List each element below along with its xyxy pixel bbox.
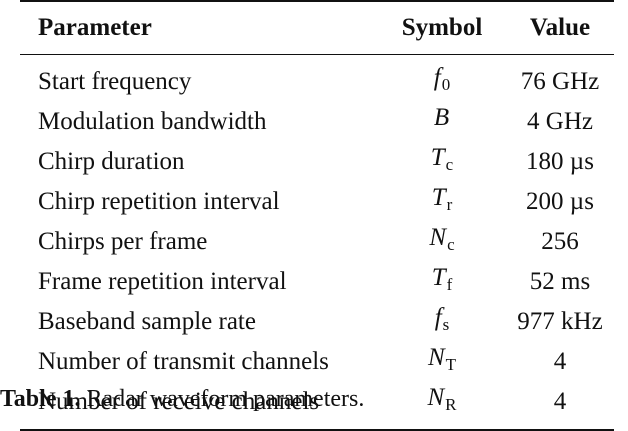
- parameter-cell: Chirp duration: [38, 147, 185, 175]
- header-value: Value: [529, 14, 591, 41]
- symbol-main: T: [430, 144, 445, 171]
- symbol-subscript: s: [442, 315, 450, 334]
- value-cell: 76 GHz: [520, 67, 600, 95]
- symbol-main: B: [433, 104, 450, 131]
- table-row: Frame repetition interval Tf 52 ms: [20, 261, 614, 301]
- parameter-cell: Baseband sample rate: [38, 307, 256, 335]
- symbol-subscript: c: [447, 235, 455, 254]
- value-cell: 52 ms: [529, 267, 591, 295]
- symbol-main: N: [427, 384, 445, 411]
- value-cell: 4: [553, 387, 567, 415]
- parameter-table-container: Parameter Symbol Value Start frequency f…: [20, 0, 614, 431]
- table-row: Chirp duration Tc 180 µs: [20, 141, 614, 181]
- parameter-cell: Chirp repetition interval: [38, 187, 280, 215]
- radar-parameter-table: Parameter Symbol Value Start frequency f…: [20, 0, 614, 431]
- table-row: Number of transmit channels NT 4: [20, 341, 614, 381]
- value-cell: 977 kHz: [517, 307, 603, 335]
- symbol-subscript: r: [446, 195, 453, 214]
- symbol-cell: Tr: [378, 181, 506, 221]
- symbol-subscript: T: [445, 355, 457, 374]
- table-row: Chirp repetition interval Tr 200 µs: [20, 181, 614, 221]
- value-cell: 180 µs: [526, 147, 594, 175]
- symbol-cell: Tc: [378, 141, 506, 181]
- table-row: Modulation bandwidth B 4 GHz: [20, 101, 614, 141]
- table-row: Start frequency f0 76 GHz: [20, 55, 614, 102]
- symbol-main: N: [427, 344, 445, 371]
- symbol-cell: fs: [378, 301, 506, 341]
- symbol-main: f: [434, 304, 442, 331]
- symbol-cell: Tf: [378, 261, 506, 301]
- symbol-cell: B: [378, 101, 506, 141]
- symbol-cell: NT: [378, 341, 506, 381]
- table-row: Baseband sample rate fs 977 kHz: [20, 301, 614, 341]
- parameter-cell: Start frequency: [38, 67, 192, 95]
- header-symbol: Symbol: [401, 14, 483, 41]
- symbol-subscript: c: [445, 155, 454, 174]
- symbol-cell: NR: [378, 381, 506, 430]
- value-cell: 4: [553, 347, 567, 375]
- parameter-cell: Frame repetition interval: [38, 267, 287, 295]
- header-parameter: Parameter: [38, 14, 152, 41]
- symbol-subscript: R: [445, 395, 457, 414]
- parameter-cell: Chirps per frame: [38, 227, 208, 255]
- value-cell: 200 µs: [526, 187, 594, 215]
- parameter-cell: Number of transmit channels: [38, 347, 329, 375]
- table-header-row: Parameter Symbol Value: [20, 1, 614, 55]
- symbol-main: f: [433, 64, 441, 91]
- symbol-main: T: [431, 184, 446, 211]
- value-cell: 4 GHz: [527, 107, 593, 135]
- symbol-subscript: f: [446, 275, 453, 294]
- symbol-main: N: [429, 224, 447, 251]
- caption-text: Radar waveform parameters.: [86, 386, 365, 412]
- symbol-cell: Nc: [378, 221, 506, 261]
- parameter-cell: Modulation bandwidth: [38, 107, 267, 135]
- table-row: Chirps per frame Nc 256: [20, 221, 614, 261]
- symbol-main: T: [431, 264, 446, 291]
- caption-label: Table 1.: [0, 386, 81, 412]
- table-caption: Table 1. Radar waveform parameters.: [0, 384, 364, 414]
- symbol-subscript: 0: [441, 75, 451, 94]
- symbol-cell: f0: [378, 55, 506, 102]
- value-cell: 256: [541, 227, 579, 255]
